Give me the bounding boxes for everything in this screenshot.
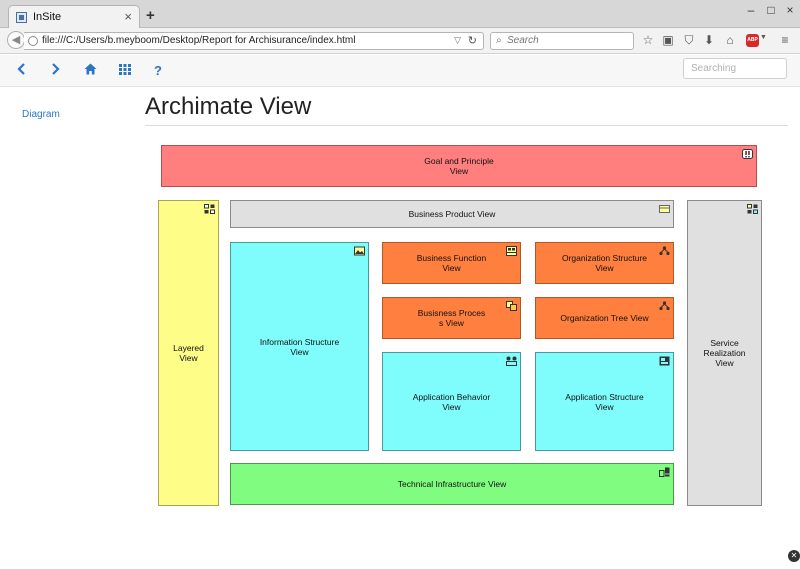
goal-principle-icon [742, 149, 753, 159]
browser-back-button[interactable]: ◀ [7, 31, 25, 49]
application-behavior-icon [506, 356, 517, 366]
home-icon[interactable]: ⌂ [726, 33, 734, 47]
forward-arrow-icon[interactable] [47, 63, 63, 79]
goal-view-label-line1: Goal and Principle [424, 156, 494, 166]
infrastructure-icon [659, 467, 670, 477]
app-toolbar: ? [0, 55, 800, 87]
bookmark-star-icon[interactable]: ☆ [642, 33, 654, 47]
business-product-view-box[interactable]: Business Product View [230, 200, 674, 228]
application-structure-label-line2: View [595, 401, 614, 412]
goal-view-label-line2: View [449, 166, 469, 176]
goal-principle-view-box[interactable]: Goal and Principle View [161, 145, 757, 187]
maximize-button[interactable]: □ [767, 3, 775, 17]
business-product-view-label: Business Product View [408, 209, 496, 219]
grid-icon[interactable] [117, 63, 133, 79]
service-icon [747, 204, 758, 214]
sidebar-item-diagram[interactable]: Diagram [22, 109, 60, 120]
tab-title: InSite [33, 11, 62, 23]
layered-view-box[interactable]: Layered View [158, 200, 219, 506]
clipboard-icon[interactable]: ▣ [662, 33, 674, 47]
organization-tree-icon [659, 301, 670, 311]
download-icon[interactable]: ⬇ [703, 33, 715, 47]
expand-icon[interactable]: ✕ [788, 550, 800, 562]
business-process-label-line1: Busisness Proces [417, 308, 486, 318]
app-search-input[interactable] [683, 58, 787, 79]
service-realization-view-box[interactable]: Service Realization View [687, 200, 762, 506]
organization-icon [659, 246, 670, 256]
business-function-view-box[interactable]: Business Function View [382, 242, 521, 284]
application-structure-icon [659, 356, 670, 366]
adblock-dropdown-icon[interactable]: ▼ [760, 34, 767, 41]
back-arrow-icon[interactable] [14, 63, 30, 79]
reload-icon[interactable]: ↻ [467, 35, 477, 47]
url-dropdown-icon[interactable]: ▽ [454, 35, 461, 45]
browser-titlebar: InSite × + – □ × [0, 0, 800, 29]
organization-structure-label-line1: Organization Structure [561, 253, 648, 263]
information-view-label-line1: Information Structure [259, 336, 340, 347]
help-icon[interactable]: ? [154, 63, 162, 78]
url-bar[interactable]: file:///C:/Users/b.meyboom/Desktop/Repor… [24, 32, 484, 50]
layered-view-label-line2: View [179, 353, 198, 363]
technical-infrastructure-label: Technical Infrastructure View [397, 479, 507, 489]
search-icon: ⌕ [496, 35, 502, 46]
menu-hamburger-icon[interactable]: ≡ [781, 33, 789, 47]
application-behavior-label-line1: Application Behavior [412, 391, 491, 402]
browser-tab[interactable]: InSite × [8, 5, 140, 29]
process-icon [506, 301, 517, 311]
information-view-label-line2: View [290, 346, 309, 357]
browser-search-placeholder: Search [507, 35, 539, 46]
organization-tree-view-box[interactable]: Organization Tree View [535, 297, 674, 339]
page-favicon-icon [16, 12, 27, 23]
layered-icon [204, 204, 215, 214]
page-title: Archimate View [145, 93, 312, 120]
organization-structure-view-box[interactable]: Organization Structure View [535, 242, 674, 284]
organization-tree-label: Organization Tree View [560, 313, 649, 323]
technical-infrastructure-view-box[interactable]: Technical Infrastructure View [230, 463, 674, 505]
new-tab-button[interactable]: + [146, 7, 155, 24]
pocket-icon[interactable]: ⛉ [684, 33, 694, 47]
url-text: file:///C:/Users/b.meyboom/Desktop/Repor… [42, 35, 356, 46]
application-behavior-label-line2: View [442, 401, 461, 412]
application-structure-view-box[interactable]: Application Structure View [535, 352, 674, 451]
business-function-label-line1: Business Function [416, 253, 487, 263]
service-view-label-line2: Realization [703, 348, 746, 358]
service-view-label-line3: View [715, 358, 734, 368]
browser-navbar: ◀ file:///C:/Users/b.meyboom/Desktop/Rep… [0, 28, 800, 54]
information-structure-view-box[interactable]: Information Structure View [230, 242, 369, 451]
business-process-view-box[interactable]: Busisness Proces s View [382, 297, 521, 339]
organization-structure-label-line2: View [595, 263, 614, 273]
business-function-label-line2: View [442, 263, 461, 273]
minimize-button[interactable]: – [747, 3, 755, 17]
application-behavior-view-box[interactable]: Application Behavior View [382, 352, 521, 451]
service-view-label-line1: Service [710, 338, 739, 348]
layered-view-label-line1: Layered [173, 343, 204, 353]
globe-icon [28, 36, 38, 46]
application-structure-label-line1: Application Structure [565, 391, 644, 402]
adblock-icon[interactable]: ABP [746, 34, 759, 47]
close-window-button[interactable]: × [786, 3, 794, 17]
tab-close-button[interactable]: × [124, 9, 132, 24]
function-icon [506, 246, 517, 256]
product-icon [659, 205, 670, 213]
browser-search-box[interactable]: ⌕ Search [490, 32, 634, 50]
title-divider [145, 125, 788, 126]
business-process-label-line2: s View [439, 318, 464, 328]
information-icon [354, 246, 365, 256]
home-icon[interactable] [82, 63, 98, 79]
